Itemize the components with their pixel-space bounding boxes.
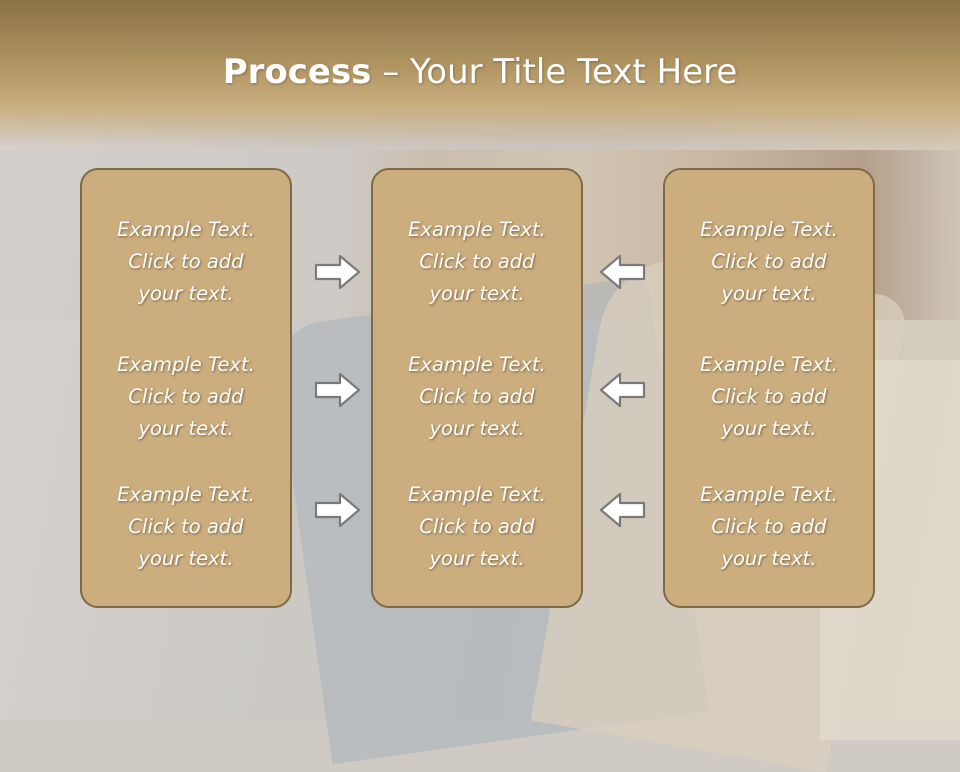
text-line: Click to add xyxy=(128,385,244,408)
text-line: Example Text. xyxy=(700,483,838,506)
text-line: your text. xyxy=(429,282,525,305)
process-box-right[interactable]: Example Text. Click to add your text. Ex… xyxy=(663,168,875,608)
arrow-left-icon[interactable] xyxy=(597,370,647,410)
text-line: Example Text. xyxy=(117,353,255,376)
title-bold: Process xyxy=(222,52,372,92)
process-box-left[interactable]: Example Text. Click to add your text. Ex… xyxy=(80,168,292,608)
title-bar xyxy=(0,0,960,150)
text-line: Example Text. xyxy=(700,353,838,376)
text-placeholder[interactable]: Example Text. Click to add your text. xyxy=(373,479,581,575)
slide-title[interactable]: Process – Your Title Text Here xyxy=(0,52,960,92)
arrow-right-icon[interactable] xyxy=(313,252,363,292)
text-placeholder[interactable]: Example Text. Click to add your text. xyxy=(373,214,581,310)
text-line: your text. xyxy=(138,547,234,570)
text-line: Example Text. xyxy=(117,483,255,506)
arrow-right-icon[interactable] xyxy=(313,370,363,410)
text-placeholder[interactable]: Example Text. Click to add your text. xyxy=(82,214,290,310)
text-line: your text. xyxy=(138,282,234,305)
text-placeholder[interactable]: Example Text. Click to add your text. xyxy=(665,479,873,575)
text-line: your text. xyxy=(721,282,817,305)
arrow-right-icon[interactable] xyxy=(313,490,363,530)
title-rest: – Your Title Text Here xyxy=(371,52,738,92)
text-line: Click to add xyxy=(419,385,535,408)
text-line: Click to add xyxy=(711,250,827,273)
text-line: Example Text. xyxy=(700,218,838,241)
text-line: your text. xyxy=(138,417,234,440)
text-line: your text. xyxy=(721,547,817,570)
arrow-left-icon[interactable] xyxy=(597,490,647,530)
text-placeholder[interactable]: Example Text. Click to add your text. xyxy=(373,349,581,445)
text-line: Example Text. xyxy=(408,353,546,376)
text-placeholder[interactable]: Example Text. Click to add your text. xyxy=(665,349,873,445)
text-line: Click to add xyxy=(128,515,244,538)
text-line: Example Text. xyxy=(117,218,255,241)
text-line: Click to add xyxy=(711,515,827,538)
text-line: Click to add xyxy=(711,385,827,408)
text-line: Example Text. xyxy=(408,218,546,241)
text-line: Example Text. xyxy=(408,483,546,506)
text-placeholder[interactable]: Example Text. Click to add your text. xyxy=(82,349,290,445)
arrow-left-icon[interactable] xyxy=(597,252,647,292)
text-line: your text. xyxy=(429,417,525,440)
text-line: your text. xyxy=(429,547,525,570)
text-line: Click to add xyxy=(419,515,535,538)
text-placeholder[interactable]: Example Text. Click to add your text. xyxy=(82,479,290,575)
process-box-middle[interactable]: Example Text. Click to add your text. Ex… xyxy=(371,168,583,608)
text-line: your text. xyxy=(721,417,817,440)
text-placeholder[interactable]: Example Text. Click to add your text. xyxy=(665,214,873,310)
text-line: Click to add xyxy=(419,250,535,273)
text-line: Click to add xyxy=(128,250,244,273)
